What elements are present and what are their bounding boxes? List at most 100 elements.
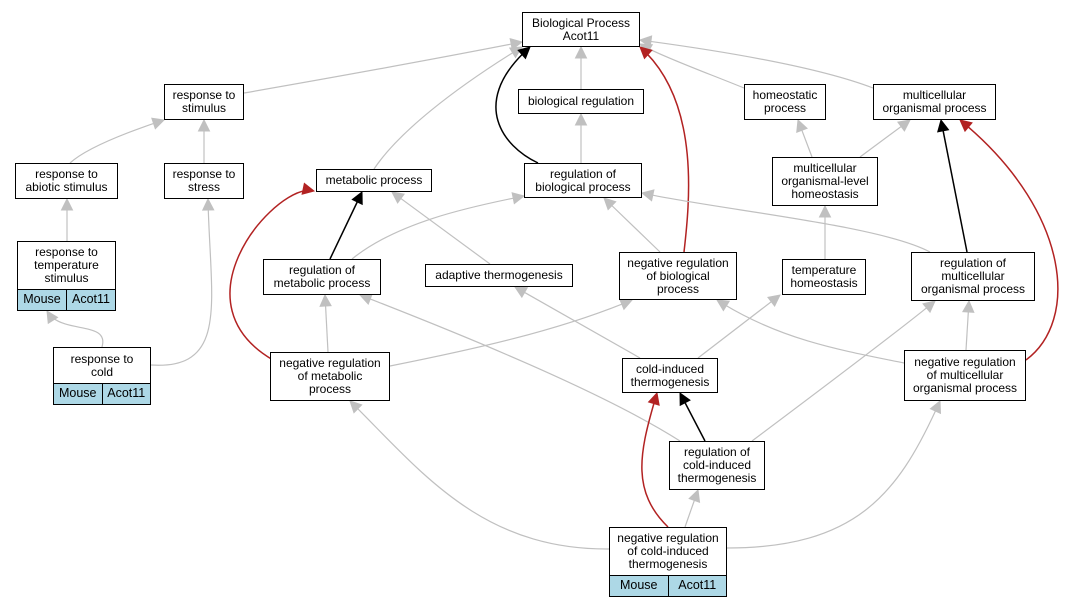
arrowhead bbox=[574, 45, 588, 59]
go-term-label-line: temperature bbox=[791, 263, 857, 277]
arrowhead bbox=[640, 189, 655, 202]
arrowhead bbox=[201, 197, 215, 211]
arrowhead bbox=[922, 300, 936, 314]
arrowhead bbox=[391, 191, 406, 204]
go-term-node[interactable]: biological regulation bbox=[518, 89, 644, 114]
edge-adapt-to-metab bbox=[391, 191, 491, 265]
arrowhead bbox=[897, 119, 911, 132]
arrowhead bbox=[767, 294, 781, 308]
go-term-label-line: biological process bbox=[535, 179, 631, 194]
edge-resp_stim-to-bp bbox=[243, 41, 523, 94]
go-term-label-line: cold bbox=[90, 364, 113, 379]
go-term-label-line: response to bbox=[172, 167, 236, 181]
go-term-label: adaptive thermogenesis bbox=[426, 265, 572, 286]
edge-multi_homeo-to-homeo bbox=[797, 119, 813, 158]
edge-metab-to-bp bbox=[373, 46, 523, 170]
go-term-label-line: response to bbox=[35, 167, 98, 181]
arrowhead bbox=[679, 392, 691, 407]
arrowhead bbox=[574, 112, 588, 126]
arrowhead bbox=[961, 299, 975, 313]
arrowhead bbox=[688, 488, 701, 503]
go-term-label-line: negative regulation bbox=[914, 355, 1016, 369]
arrowhead bbox=[46, 310, 59, 325]
go-term-node[interactable]: adaptive thermogenesis bbox=[425, 264, 573, 287]
go-term-label-line: process bbox=[656, 281, 700, 296]
go-term-node[interactable]: metabolic process bbox=[316, 169, 432, 192]
edge-reg_cold-to-reg_multi bbox=[751, 300, 936, 442]
go-term-label-line: response to bbox=[35, 245, 98, 259]
edge-resp_cold-to-resp_temp bbox=[46, 310, 104, 348]
arrowhead bbox=[349, 400, 363, 414]
go-term-label-line: homeostasis bbox=[790, 276, 858, 290]
go-term-label-line: homeostasis bbox=[791, 187, 859, 201]
arrowhead bbox=[959, 119, 973, 133]
go-term-label-line: organismal process bbox=[912, 381, 1018, 395]
annotation-species: Mouse bbox=[610, 576, 668, 596]
annotation-gene: Acot11 bbox=[66, 290, 115, 310]
edge-neg_reg_cold-to-neg_reg_metab bbox=[349, 400, 610, 550]
go-term-label-line: regulation of bbox=[549, 166, 617, 181]
go-term-label-line: multicellular bbox=[941, 269, 1005, 283]
edge-multi-to-bp bbox=[639, 39, 874, 89]
edge-reg_multi-to-multi bbox=[940, 119, 968, 253]
go-term-label-line: adaptive thermogenesis bbox=[435, 268, 563, 282]
arrowhead bbox=[319, 293, 332, 307]
edge-neg_reg_cold-to-cold_thermo bbox=[641, 392, 669, 528]
go-term-label-line: regulation of bbox=[939, 256, 1007, 270]
arrowhead bbox=[647, 391, 660, 406]
edge-reg_metab-to-metab bbox=[329, 191, 363, 260]
arrowhead bbox=[603, 197, 617, 211]
go-term-label-line: cold-induced bbox=[682, 458, 752, 472]
arrowhead bbox=[301, 182, 316, 195]
arrowhead bbox=[509, 38, 524, 51]
arrowhead bbox=[351, 190, 363, 206]
go-term-label-line: stimulus bbox=[44, 271, 89, 285]
go-term-label-line: negative regulation bbox=[279, 356, 381, 370]
arrowhead bbox=[638, 35, 653, 48]
edge-cold_thermo-to-adapt bbox=[514, 286, 641, 359]
annotation-gene: Acot11 bbox=[101, 384, 150, 404]
go-term-label-line: multicellular bbox=[793, 161, 857, 175]
arrowhead bbox=[511, 192, 526, 205]
edge-reg_bio-to-bp bbox=[495, 46, 539, 164]
edge-neg_reg_cold-to-reg_cold bbox=[684, 489, 699, 528]
go-term-label-line: thermogenesis bbox=[628, 557, 708, 571]
arrowhead bbox=[517, 46, 531, 60]
edge-resp_cold-to-resp_stress bbox=[150, 198, 213, 366]
go-term-label: metabolic process bbox=[317, 170, 431, 191]
